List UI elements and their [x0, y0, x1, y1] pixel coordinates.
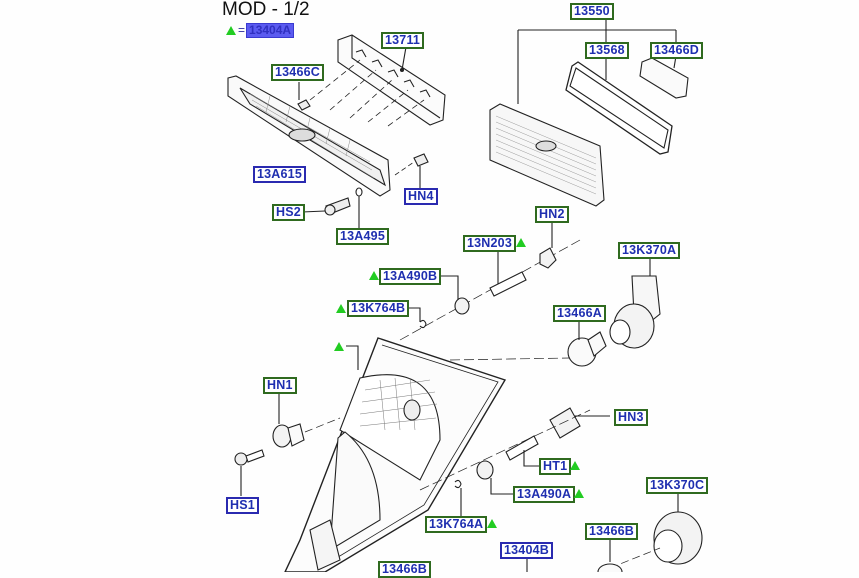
callout-13A615[interactable]: 13A615 — [253, 166, 306, 183]
callout-13A495[interactable]: 13A495 — [336, 228, 389, 245]
green-triangle-icon — [574, 489, 584, 498]
rear-lamp-housing — [284, 337, 507, 572]
green-triangle-icon — [487, 519, 497, 528]
callout-HS1[interactable]: HS1 — [226, 497, 259, 514]
callout-13466A[interactable]: 13466A — [553, 305, 606, 322]
legend-equals: = — [238, 23, 246, 37]
legend: = 13404A — [226, 22, 295, 38]
callout-13N203[interactable]: 13N203 — [463, 235, 516, 252]
callout-13568[interactable]: 13568 — [585, 42, 629, 59]
green-triangle-icon — [516, 238, 526, 247]
callout-HN3[interactable]: HN3 — [614, 409, 648, 426]
callout-13A490A[interactable]: 13A490A — [513, 486, 576, 503]
callout-HN2[interactable]: HN2 — [535, 206, 569, 223]
callout-13466B[interactable]: 13466B — [585, 523, 638, 540]
panel-13A615 — [227, 75, 391, 197]
green-triangle-icon — [226, 25, 236, 35]
callout-13K764B[interactable]: 13K764B — [347, 300, 410, 317]
callout-HT1[interactable]: HT1 — [539, 458, 572, 475]
green-triangle-icon — [334, 342, 344, 351]
callout-13K370A[interactable]: 13K370A — [618, 242, 681, 259]
callout-13466C[interactable]: 13466C — [271, 64, 324, 81]
green-triangle-icon — [336, 304, 346, 313]
callout-13K764A[interactable]: 13K764A — [425, 516, 488, 533]
callout-13550[interactable]: 13550 — [570, 3, 614, 20]
legend-part-ref[interactable]: 13404A — [246, 22, 295, 38]
green-triangle-icon — [570, 461, 580, 470]
brake-light-13711 — [337, 34, 446, 126]
callout-13466D[interactable]: 13466D — [650, 42, 703, 59]
side-repeater-13550 — [489, 103, 605, 207]
callout-HS2[interactable]: HS2 — [272, 204, 305, 221]
green-triangle-icon — [369, 271, 379, 280]
callout-HN1[interactable]: HN1 — [263, 377, 297, 394]
page-title: MOD - 1/2 — [222, 0, 310, 20]
callout-13466B-lower[interactable]: 13466B — [378, 561, 431, 578]
callout-13A490B[interactable]: 13A490B — [379, 268, 442, 285]
callout-HN4[interactable]: HN4 — [404, 188, 438, 205]
callout-13K370C[interactable]: 13K370C — [646, 477, 709, 494]
callout-13711[interactable]: 13711 — [381, 32, 425, 49]
socket-13K370A — [609, 275, 661, 349]
callout-13404B[interactable]: 13404B — [500, 542, 553, 559]
